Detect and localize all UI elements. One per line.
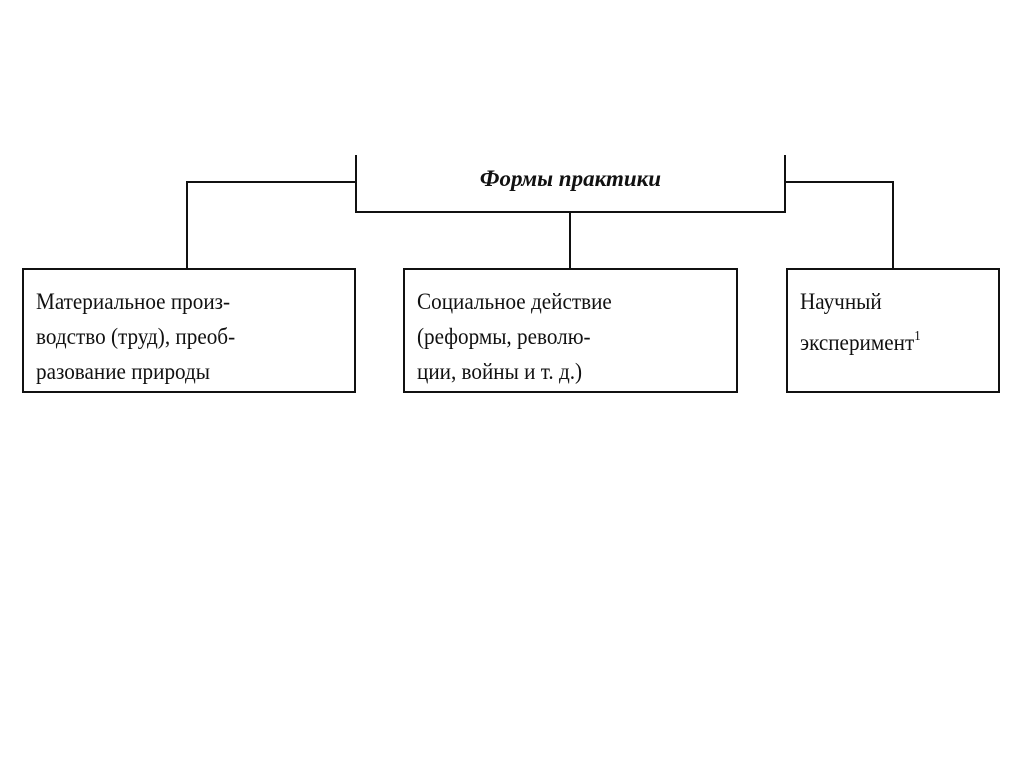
connector-right	[785, 181, 894, 268]
node-scientific-experiment: Научный эксперимент1	[786, 268, 1000, 393]
node-text-line: Социальное действие	[417, 289, 612, 314]
node-text: эксперимент	[800, 330, 915, 355]
node-text-line: разование природы	[36, 359, 210, 384]
connector-left	[186, 181, 356, 268]
node-text-line: Материальное произ-	[36, 289, 231, 314]
node-text-line: водство (труд), преоб-	[36, 324, 236, 349]
node-text-line: Научный	[800, 289, 882, 314]
node-social-action: Социальное действие (реформы, револю- ци…	[403, 268, 738, 393]
root-node-title: Формы практики	[479, 166, 662, 191]
node-material-production: Материальное произ- водство (труд), прео…	[22, 268, 356, 393]
node-text-line: эксперимент1	[800, 319, 982, 360]
node-text-line: ции, войны и т. д.)	[417, 359, 583, 384]
footnote-marker: 1	[914, 329, 921, 344]
node-text-line: (реформы, револю-	[417, 324, 591, 349]
